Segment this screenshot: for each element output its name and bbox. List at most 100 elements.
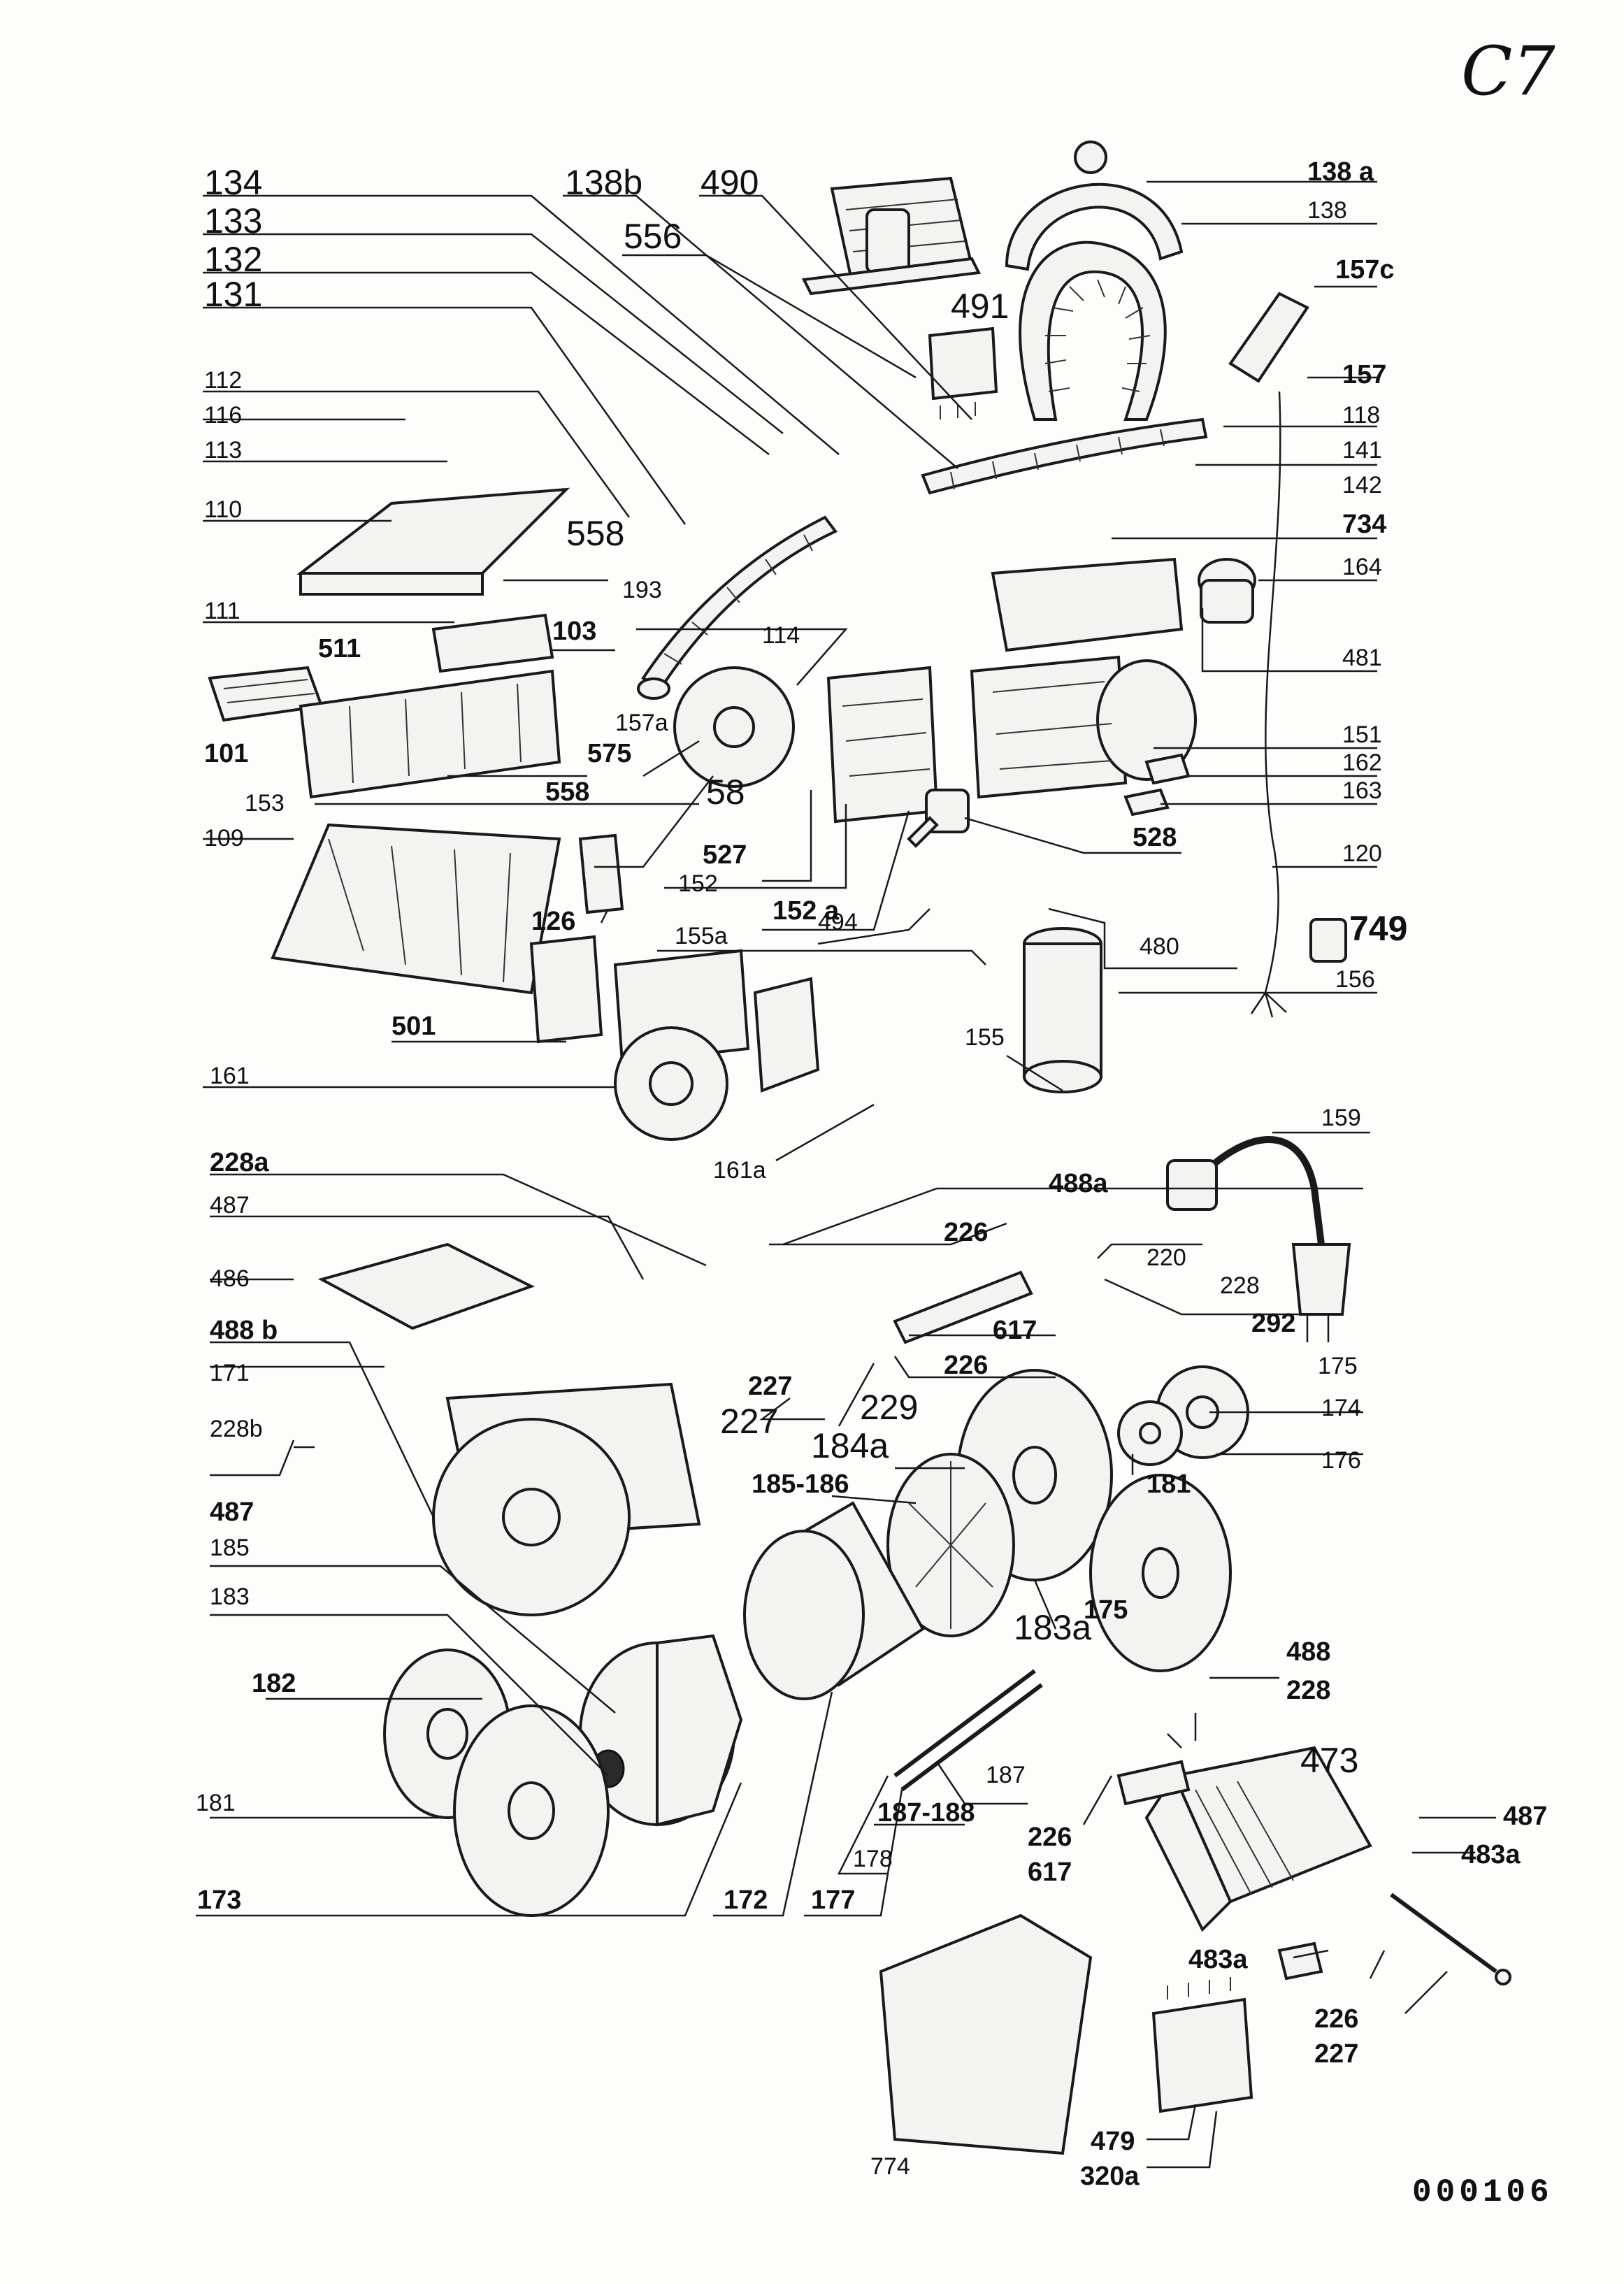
label-114: 114 — [762, 622, 800, 649]
label-133: 133 — [204, 201, 262, 240]
label-172: 172 — [724, 1886, 768, 1915]
label-141: 141 — [1342, 437, 1382, 464]
label-228-d: 228 — [1286, 1676, 1330, 1705]
label-164: 164 — [1342, 554, 1382, 580]
label-181-a: 181 — [1147, 1470, 1191, 1499]
label-774: 774 — [870, 2153, 910, 2180]
label-486: 486 — [210, 1265, 250, 1292]
motor-part-473 — [1116, 1746, 1372, 1932]
label-163: 163 — [1342, 777, 1382, 804]
label-138a: 138 a — [1307, 157, 1374, 187]
drawing-code: 000106 — [1412, 2174, 1553, 2211]
label-152: 152 — [678, 870, 718, 897]
label-184a: 184a — [811, 1426, 889, 1465]
label-120: 120 — [1342, 840, 1382, 867]
label-111: 111 — [204, 598, 240, 624]
program-timer-part-151 — [970, 655, 1197, 799]
leader-lines — [196, 180, 1496, 2169]
label-151: 151 — [1342, 721, 1382, 748]
label-110: 110 — [204, 496, 242, 523]
hose-hanger-part-138a — [1005, 141, 1184, 271]
label-749: 749 — [1349, 909, 1407, 948]
label-58: 58 — [706, 773, 745, 812]
bracket-part-734 — [991, 557, 1184, 652]
label-126: 126 — [531, 907, 575, 936]
label-494: 494 — [818, 909, 858, 935]
label-501: 501 — [391, 1012, 436, 1041]
label-153: 153 — [245, 790, 285, 817]
label-176: 176 — [1321, 1447, 1361, 1474]
label-193: 193 — [622, 577, 662, 603]
label-320a: 320a — [1080, 2162, 1140, 2191]
label-101: 101 — [204, 739, 248, 768]
label-152a: 152 a — [773, 896, 840, 926]
label-491: 491 — [951, 287, 1009, 326]
transformer-part-491 — [801, 176, 982, 296]
label-488a: 488a — [1049, 1169, 1108, 1198]
label-229: 229 — [860, 1388, 918, 1427]
label-116: 116 — [204, 402, 242, 429]
label-113: 113 — [204, 437, 242, 464]
label-132: 132 — [204, 240, 262, 279]
label-118: 118 — [1342, 402, 1380, 429]
pulley-part-174 — [1117, 1400, 1183, 1466]
label-558-mid: 558 — [545, 777, 589, 807]
label-185: 185 — [210, 1535, 250, 1561]
label-173: 173 — [197, 1886, 241, 1915]
label-187: 187 — [986, 1762, 1026, 1788]
pressure-switch-part-157a — [673, 666, 795, 788]
label-226-d: 226 — [1314, 2004, 1358, 2034]
label-226-c: 226 — [1028, 1823, 1072, 1852]
label-177: 177 — [811, 1886, 855, 1915]
label-490: 490 — [700, 163, 759, 202]
label-109: 109 — [204, 825, 244, 852]
stator-part-172 — [743, 1501, 925, 1700]
thermostat-part-528 — [907, 789, 970, 848]
part-labels: 134 133 132 131 138b 490 556 491 138 a 1… — [196, 157, 1547, 2191]
motor-housing-part-171 — [432, 1382, 701, 1616]
label-157a: 157a — [615, 710, 668, 736]
label-228b: 228b — [210, 1416, 263, 1442]
label-528: 528 — [1133, 823, 1177, 852]
label-734: 734 — [1342, 510, 1386, 539]
door-switch-part-152 — [826, 666, 939, 824]
brush-rod-part-187 — [893, 1669, 1043, 1792]
label-575: 575 — [587, 739, 631, 768]
label-227-b: 227 — [720, 1402, 778, 1441]
label-487-a: 487 — [210, 1192, 250, 1219]
bracket-part-501 — [529, 935, 603, 1044]
label-178: 178 — [853, 1846, 893, 1872]
dispenser-housing-part-101 — [299, 669, 561, 799]
pulley-cover-part-175 — [1089, 1474, 1232, 1672]
label-292: 292 — [1251, 1309, 1295, 1338]
label-617-a: 617 — [993, 1316, 1037, 1345]
label-226-b: 226 — [944, 1351, 988, 1380]
label-527: 527 — [703, 840, 747, 870]
label-479: 479 — [1091, 2127, 1135, 2156]
label-157: 157 — [1342, 360, 1386, 389]
label-487-b: 487 — [210, 1497, 254, 1527]
label-483a-2: 483a — [1188, 1945, 1248, 1974]
rod-part-227 — [1390, 1892, 1511, 1985]
suppressor-part-164 — [1198, 558, 1256, 624]
label-226-a: 226 — [944, 1218, 988, 1247]
label-156: 156 — [1335, 966, 1375, 993]
label-157c: 157c — [1335, 255, 1395, 285]
label-473: 473 — [1300, 1741, 1358, 1780]
motor-mount-part-486 — [317, 1242, 536, 1330]
label-488: 488 — [1286, 1637, 1330, 1667]
inlet-hose-part-118 — [637, 515, 838, 700]
label-227-a: 227 — [748, 1372, 792, 1401]
label-228a: 228a — [210, 1148, 269, 1177]
clip-part-749 — [1309, 918, 1347, 963]
label-161: 161 — [210, 1063, 250, 1089]
label-175-b: 175 — [1084, 1595, 1128, 1625]
capacitor-part-480 — [1023, 927, 1102, 1093]
shaft-part-617 — [893, 1270, 1033, 1344]
label-103: 103 — [552, 617, 596, 646]
label-142: 142 — [1342, 472, 1382, 498]
label-138b: 138b — [565, 163, 642, 202]
label-171: 171 — [210, 1360, 250, 1386]
label-187-188: 187-188 — [877, 1798, 975, 1827]
